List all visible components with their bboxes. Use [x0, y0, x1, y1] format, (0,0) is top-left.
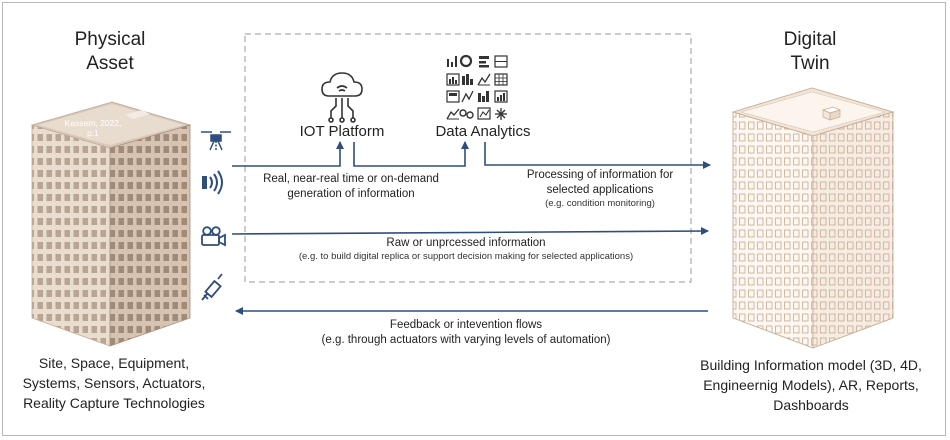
wifi-signal-icon — [202, 170, 223, 195]
digital-twin-title-line2: Twin — [790, 53, 830, 74]
realtime-line1: Real, near-real time or on-demand — [263, 173, 439, 185]
digital-caption-line3: Dashboards — [773, 397, 849, 413]
physical-building — [30, 101, 192, 347]
arrow-iot-to-analytics — [353, 141, 469, 167]
raw-label: Raw or unprcessed information — [386, 237, 546, 249]
digital-twin-caption: Building Information model (3D, 4D, Engi… — [680, 355, 942, 415]
watermark-line1: Kassem, 2022, — [64, 118, 122, 128]
digital-building — [731, 87, 895, 349]
physical-asset-title-line1: Physical — [74, 29, 146, 50]
sensor-probe-icon — [201, 273, 223, 301]
physical-caption-line3: Reality Capture Technologies — [23, 395, 205, 411]
data-analytics-label: Data Analytics — [435, 123, 531, 140]
digital-twin-title-line1: Digital — [783, 29, 837, 50]
physical-asset-caption: Site, Space, Equipment, Systems, Sensors… — [14, 353, 214, 413]
raw-note: (e.g. to build digital replica or suppor… — [298, 251, 634, 262]
processing-line1: Processing of information for — [526, 169, 674, 181]
physical-asset-title-line2: Asset — [86, 53, 134, 74]
physical-caption-line2: Systems, Sensors, Actuators, — [22, 375, 206, 391]
physical-caption-line1: Site, Space, Equipment, — [38, 355, 190, 371]
digital-caption-line1: Building Information model (3D, 4D, — [700, 357, 922, 373]
processing-line2: selected applications — [546, 184, 654, 196]
feedback-flows-text: Feedback or intevention flows (e.g. thro… — [240, 318, 692, 348]
arrow-raw-information — [231, 227, 709, 236]
realtime-line2: generation of information — [287, 188, 415, 200]
realtime-generation-text: Real, near-real time or on-demand genera… — [246, 172, 456, 202]
processing-note: (e.g. condition monitoring) — [545, 198, 655, 209]
cloud-network-icon — [321, 72, 363, 123]
iot-platform-label: IOT Platform — [299, 123, 385, 140]
building-watermark: Kassem, 2022, p.1 — [58, 118, 128, 138]
analytics-grid-icon — [446, 54, 508, 120]
arrow-to-iot — [232, 141, 344, 167]
raw-information-text: Raw or unprcessed information (e.g. to b… — [240, 236, 692, 263]
video-camera-icon — [201, 226, 226, 247]
drone-icon — [201, 131, 231, 151]
digital-caption-line2: Engineernig Models), AR, Reports, — [703, 377, 919, 393]
digital-twin-title: Digital Twin — [760, 28, 860, 76]
watermark-line2: p.1 — [87, 128, 99, 138]
processing-information-text: Processing of information for selected a… — [500, 168, 700, 210]
feedback-note: (e.g. through actuators with varying lev… — [321, 334, 611, 346]
physical-asset-title: Physical Asset — [55, 28, 165, 76]
feedback-label: Feedback or intevention flows — [389, 319, 543, 331]
arrow-analytics-to-twin — [484, 142, 711, 169]
platform-boundary-box — [244, 33, 692, 283]
